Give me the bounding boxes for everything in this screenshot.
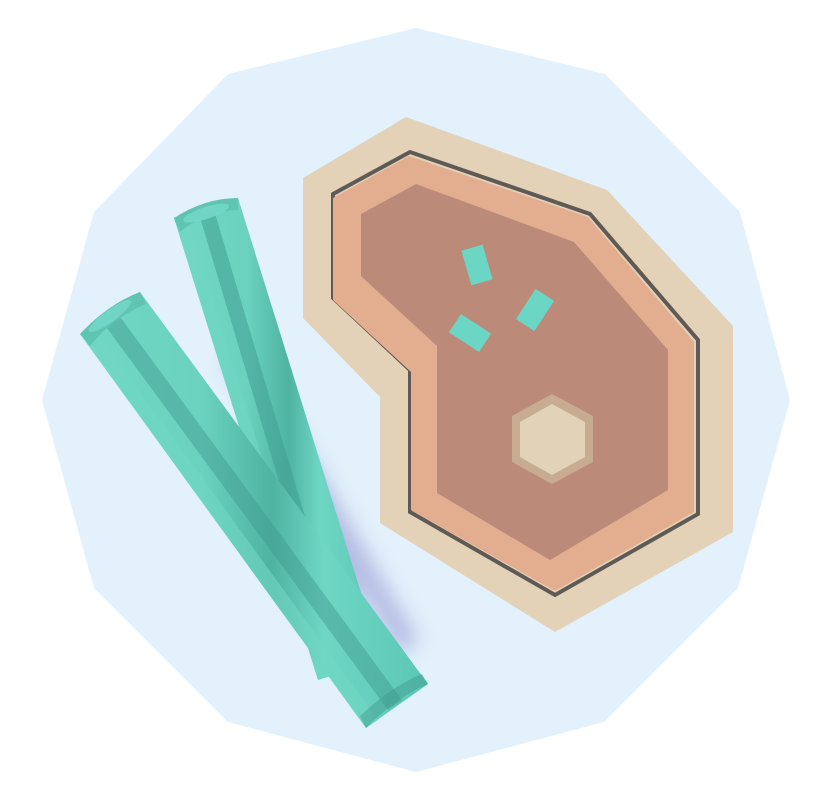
steak [303,117,733,632]
hexagon-bone [520,404,585,475]
herb-piece [448,313,492,353]
herb-piece [461,244,493,286]
steak-inner-meat [361,184,668,560]
asparagus-spear [80,292,428,728]
herb-piece [515,288,555,332]
